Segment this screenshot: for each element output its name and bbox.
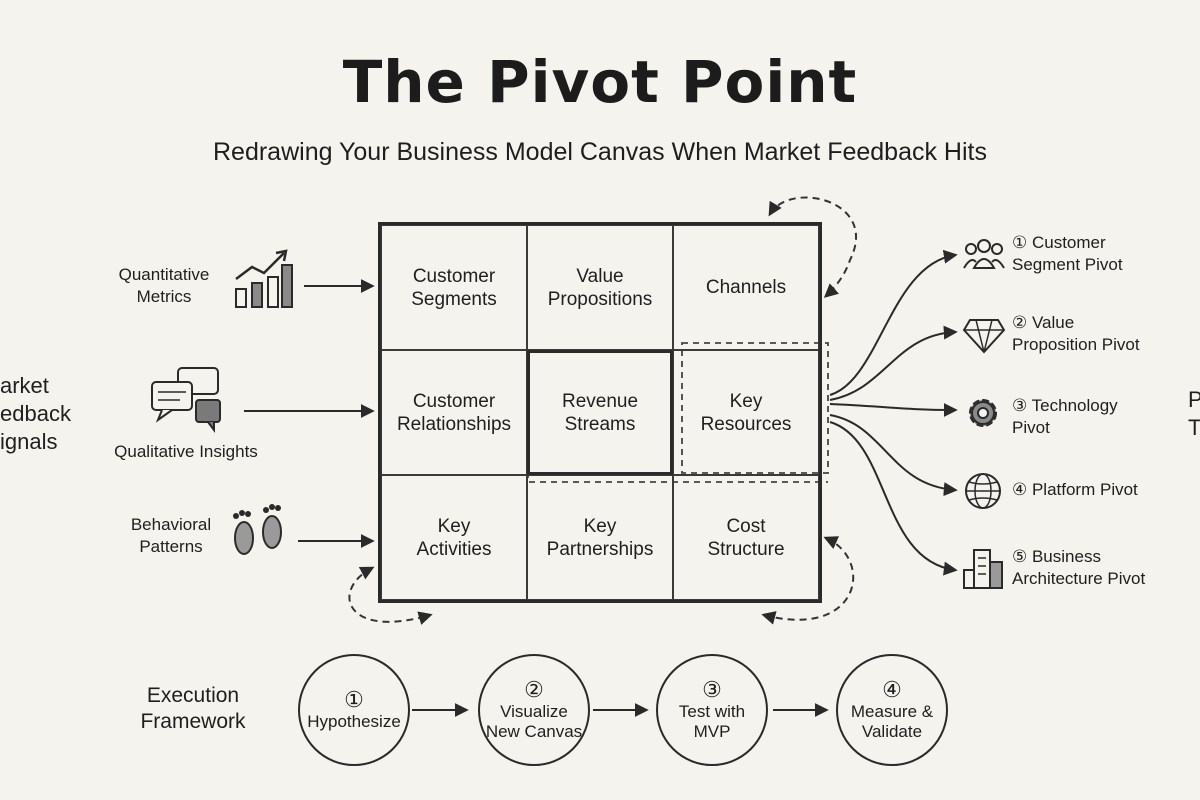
step-number: ④ — [882, 677, 902, 702]
people-icon — [963, 239, 1005, 269]
canvas-cell-customer-relationships: Customer Relationships — [381, 350, 527, 475]
canvas-cell-cost-structure: Cost Structure — [673, 475, 819, 600]
input-label-behavioral: Behavioral Patterns — [130, 515, 212, 556]
pivot-label-technology: ③ Technology Pivot — [1012, 396, 1118, 437]
canvas-cell-key-resources: Key Resources — [673, 350, 819, 475]
canvas-cell-channels: Channels — [673, 225, 819, 350]
footprints-icon — [233, 504, 282, 555]
canvas-cell-key-activities: Key Activities — [381, 475, 527, 600]
diamond-icon — [962, 319, 1006, 354]
page-subtitle: Redrawing Your Business Model Canvas Whe… — [213, 138, 987, 166]
canvas-cell-value-propositions: Value Propositions — [527, 225, 673, 350]
business-model-canvas: Customer Segments Value Propositions Cha… — [378, 222, 822, 603]
bar-chart-icon — [235, 249, 293, 308]
pivot-curve-5 — [829, 421, 958, 576]
globe-icon — [965, 473, 1001, 509]
pivot-curve-2 — [829, 325, 958, 401]
input-label-qualitative: Qualitative Insights — [114, 442, 258, 461]
left-edge-label: arket edback ignals — [0, 373, 71, 454]
step-hypothesize: ① Hypothesize — [298, 654, 410, 766]
right-edge-label: P T — [1188, 387, 1200, 440]
step-measure: ④ Measure & Validate — [836, 654, 948, 766]
step-test: ③ Test with MVP — [656, 654, 768, 766]
building-icon — [963, 549, 1003, 589]
pivot-curve-1 — [829, 249, 958, 396]
pivot-curve-4 — [829, 414, 958, 497]
step-label: Visualize New Canvas — [485, 702, 583, 741]
step-number: ③ — [702, 677, 722, 702]
step-number: ② — [524, 677, 544, 702]
pivot-curve-3 — [829, 402, 958, 417]
input-label-quantitative: Quantitative Metrics — [118, 265, 210, 306]
pivot-label-platform: ④ Platform Pivot — [1012, 480, 1138, 499]
pivot-label-business-architecture: ⑤ Business Architecture Pivot — [1012, 547, 1146, 588]
step-visualize: ② Visualize New Canvas — [478, 654, 590, 766]
step-label: Measure & Validate — [850, 702, 934, 741]
gear-icon — [969, 399, 997, 427]
framework-title: Execution Framework — [140, 684, 246, 733]
canvas-cell-customer-segments: Customer Segments — [381, 225, 527, 350]
canvas-cell-revenue-streams: Revenue Streams — [527, 350, 673, 475]
page-title: The Pivot Point — [342, 48, 858, 116]
canvas-cell-key-partnerships: Key Partnerships — [527, 475, 673, 600]
pivot-label-customer-segment: ① Customer Segment Pivot — [1012, 233, 1123, 274]
step-label: Test with MVP — [678, 702, 746, 741]
step-label: Hypothesize — [307, 712, 401, 731]
step-number: ① — [344, 687, 364, 712]
pivot-label-value-proposition: ② Value Proposition Pivot — [1012, 313, 1140, 354]
speech-bubbles-icon — [151, 367, 221, 433]
